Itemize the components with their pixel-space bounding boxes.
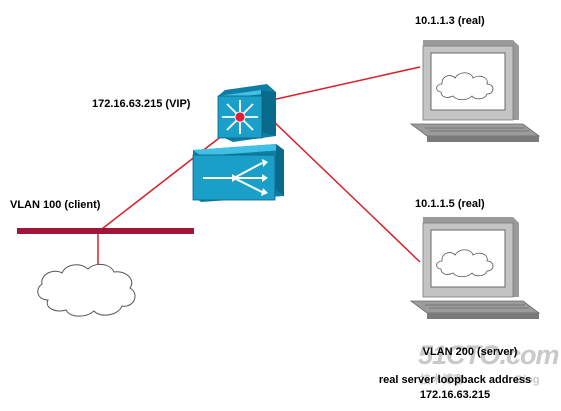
vlan100-segment-bar: [17, 228, 194, 234]
cloud-icon: [37, 264, 136, 317]
real2-label: 10.1.1.5 (real): [415, 198, 485, 210]
multilayer-switch-icon: [217, 84, 276, 142]
workstation-icon: [409, 40, 541, 142]
vip-label: 172.16.63.215 (VIP): [92, 98, 191, 110]
watermark-site: 51CTO.com: [418, 340, 560, 370]
links: [97, 66, 421, 276]
watermark-tagline: 技术博客: [420, 374, 464, 386]
watermark-blog: Blog: [515, 374, 540, 386]
loopback-label-line1: real server loopback address: [378, 374, 532, 386]
link-switch-to-server2: [269, 117, 421, 263]
workstation-icon: [409, 217, 541, 319]
vlan100-label: VLAN 100 (client): [10, 199, 101, 211]
content-switch-icon: [192, 144, 284, 202]
link-switch-to-server1: [271, 66, 421, 101]
loopback-label-line2: 172.16.63.215: [419, 389, 491, 401]
link-switch-to-vlan100: [97, 127, 233, 233]
real1-label: 10.1.1.3 (real): [415, 15, 485, 27]
vlan200-label: VLAN 200 (server): [422, 346, 518, 358]
